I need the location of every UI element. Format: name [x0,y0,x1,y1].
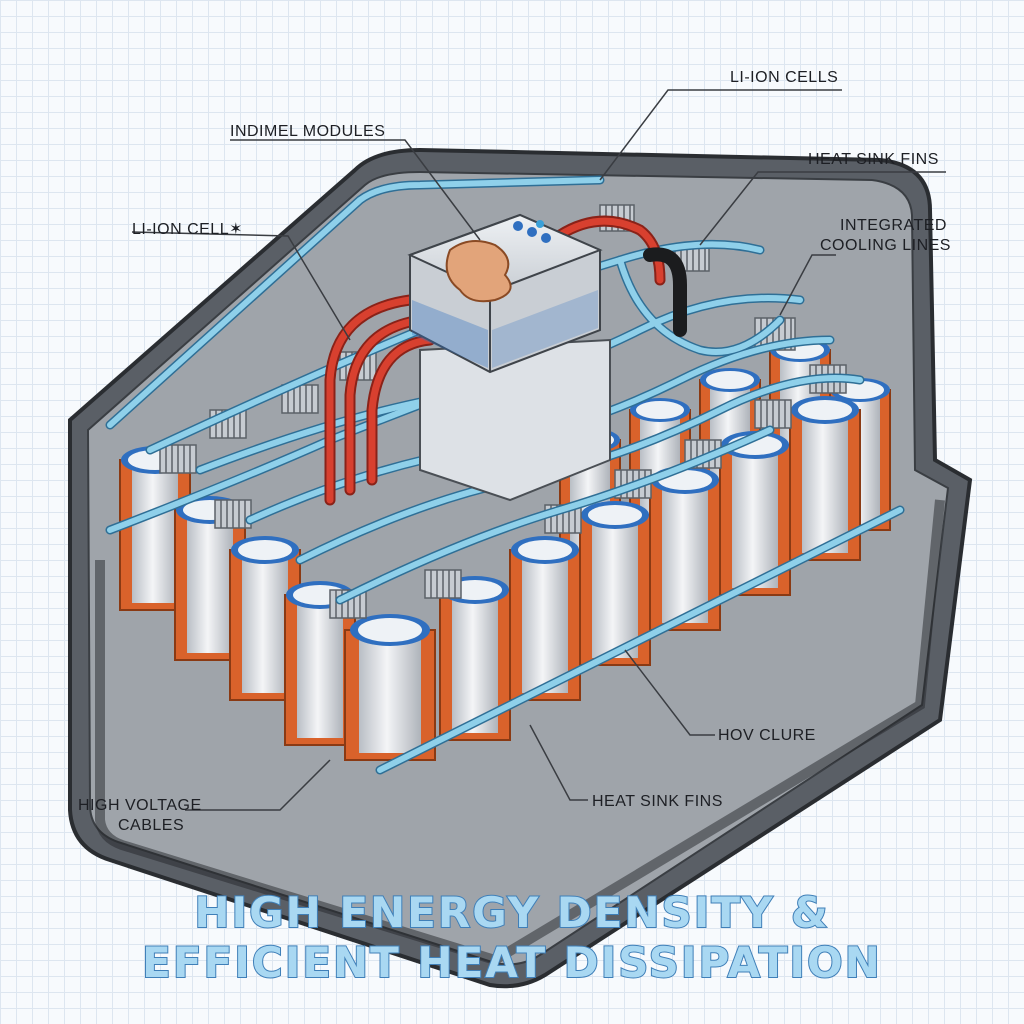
label-cables: CABLES [118,817,185,834]
label-heat-sink-fins-top: HEAT SINK FINS [808,151,939,168]
title-line-2: EFFICIENT HEAT DISSIPATION [141,937,882,988]
label-indimel-modules: INDIMEL MODULES [230,123,386,140]
label-high-voltage: HIGH VOLTAGE [78,797,202,814]
label-li-ion-cells-top: LI-ION CELLS [730,69,839,86]
label-hov-clure: HOV CLURE [718,727,816,744]
title-line-1: HIGH ENERGY DENSITY & [193,887,830,938]
module-logo [445,240,512,303]
control-module [407,213,611,502]
label-heat-sink-fins-bottom: HEAT SINK FINS [592,793,723,810]
label-integrated: INTEGRATED [840,217,947,234]
label-cooling-lines: COOLING LINES [820,237,951,254]
label-li-ion-cells-left: LI-ION CELL✶ [132,221,243,238]
callout-lines [131,89,946,811]
high-voltage-cables [324,215,687,506]
